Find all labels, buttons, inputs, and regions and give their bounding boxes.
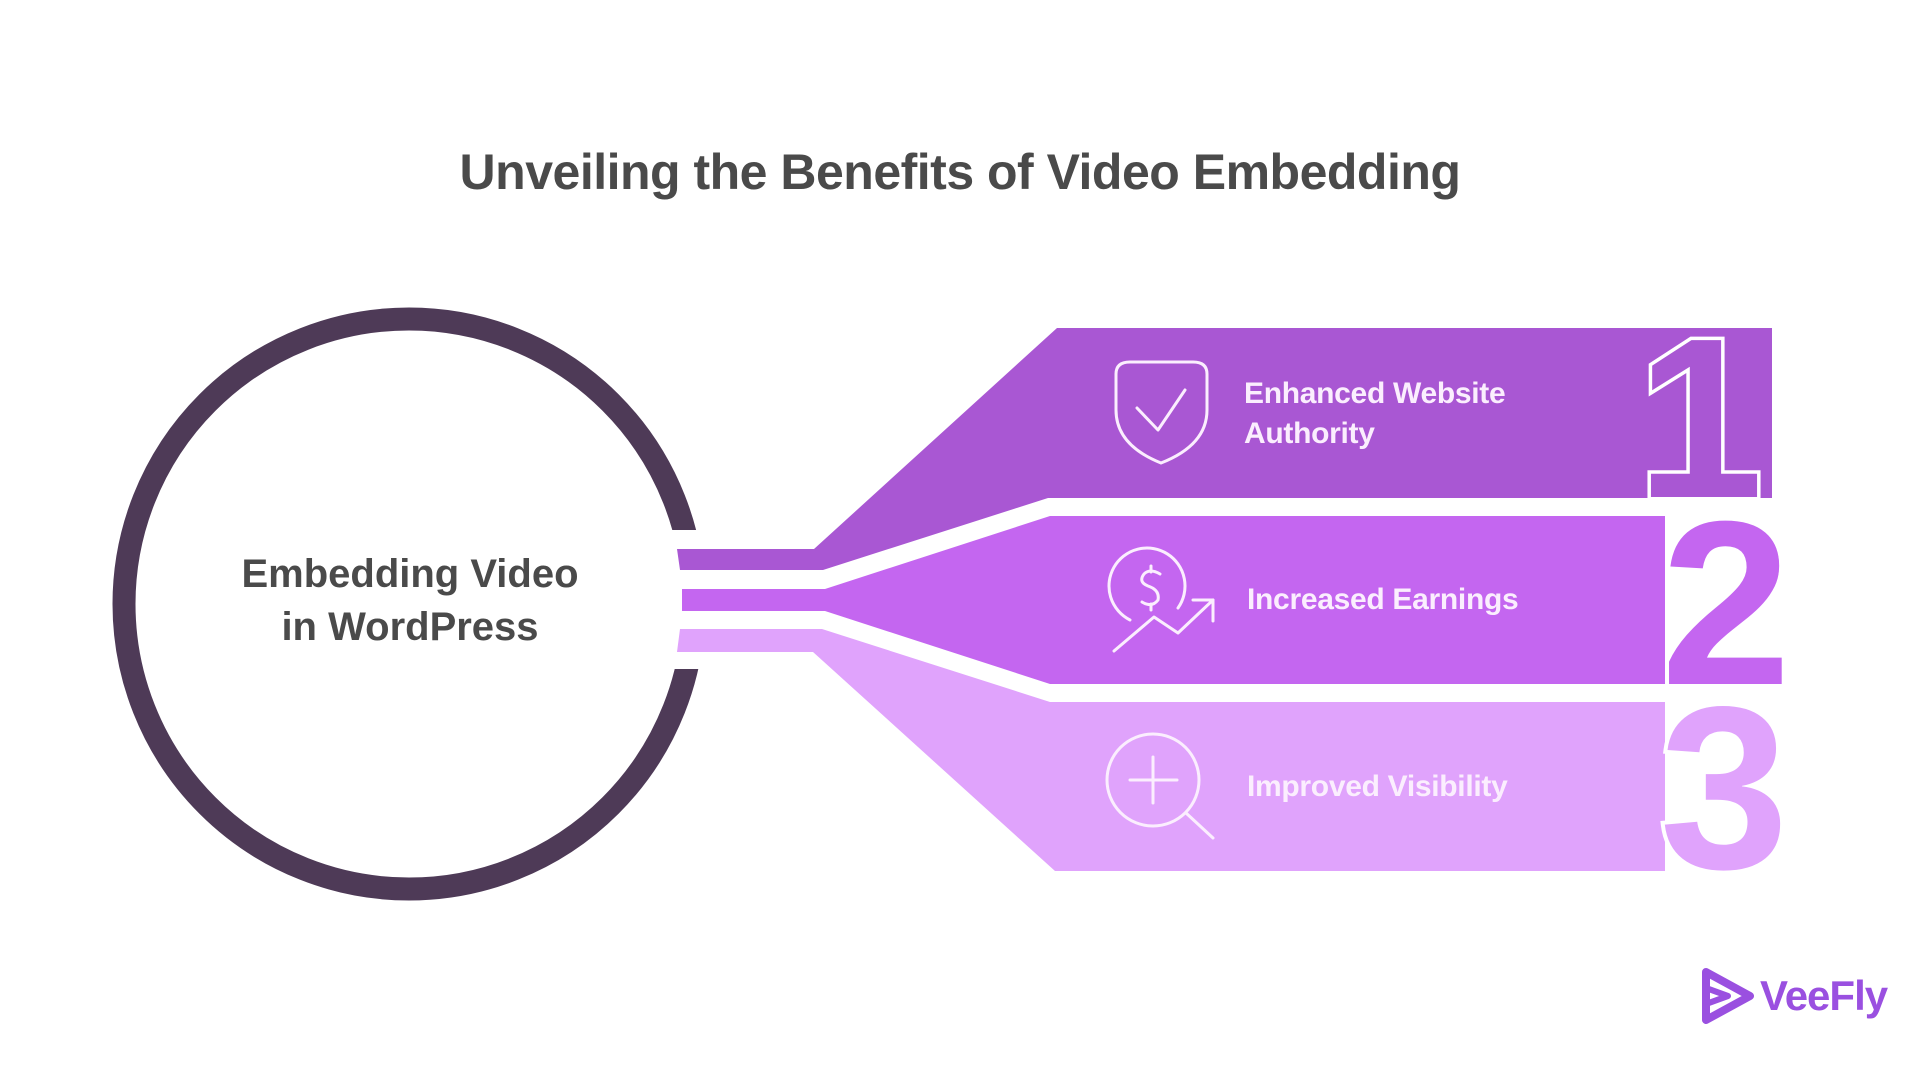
item-2-line1: Increased Earnings	[1247, 583, 1519, 616]
center-label-line1: Embedding Video	[241, 552, 579, 596]
center-label-line2: in WordPress	[281, 605, 539, 649]
item-label-2: Increased Earnings	[1247, 580, 1519, 620]
item-3-line1: Improved Visibility	[1247, 770, 1508, 803]
number-2: 2	[1661, 472, 1791, 734]
item-1-line2: Authority	[1244, 417, 1375, 450]
shield-check-icon	[1114, 360, 1209, 465]
play-logo-icon	[1702, 968, 1754, 1024]
magnifier-plus-icon	[1105, 732, 1215, 840]
band-3: 3	[677, 629, 1793, 922]
logo-text: VeeFly	[1760, 972, 1888, 1019]
number-1: 1	[1637, 292, 1764, 546]
diagram-title: Unveiling the Benefits of Video Embeddin…	[459, 144, 1461, 200]
number-3: 3	[1659, 659, 1788, 918]
band-2: 2	[682, 468, 1795, 738]
center-label: Embedding Video in WordPress	[150, 548, 670, 654]
item-label-1: Enhanced Website Authority	[1244, 374, 1506, 454]
dollar-growth-icon	[1107, 546, 1215, 653]
veefly-logo: VeeFly	[1700, 966, 1888, 1026]
item-1-line1: Enhanced Website	[1244, 377, 1506, 410]
item-label-3: Improved Visibility	[1247, 767, 1508, 807]
band-1: 1	[677, 292, 1772, 570]
